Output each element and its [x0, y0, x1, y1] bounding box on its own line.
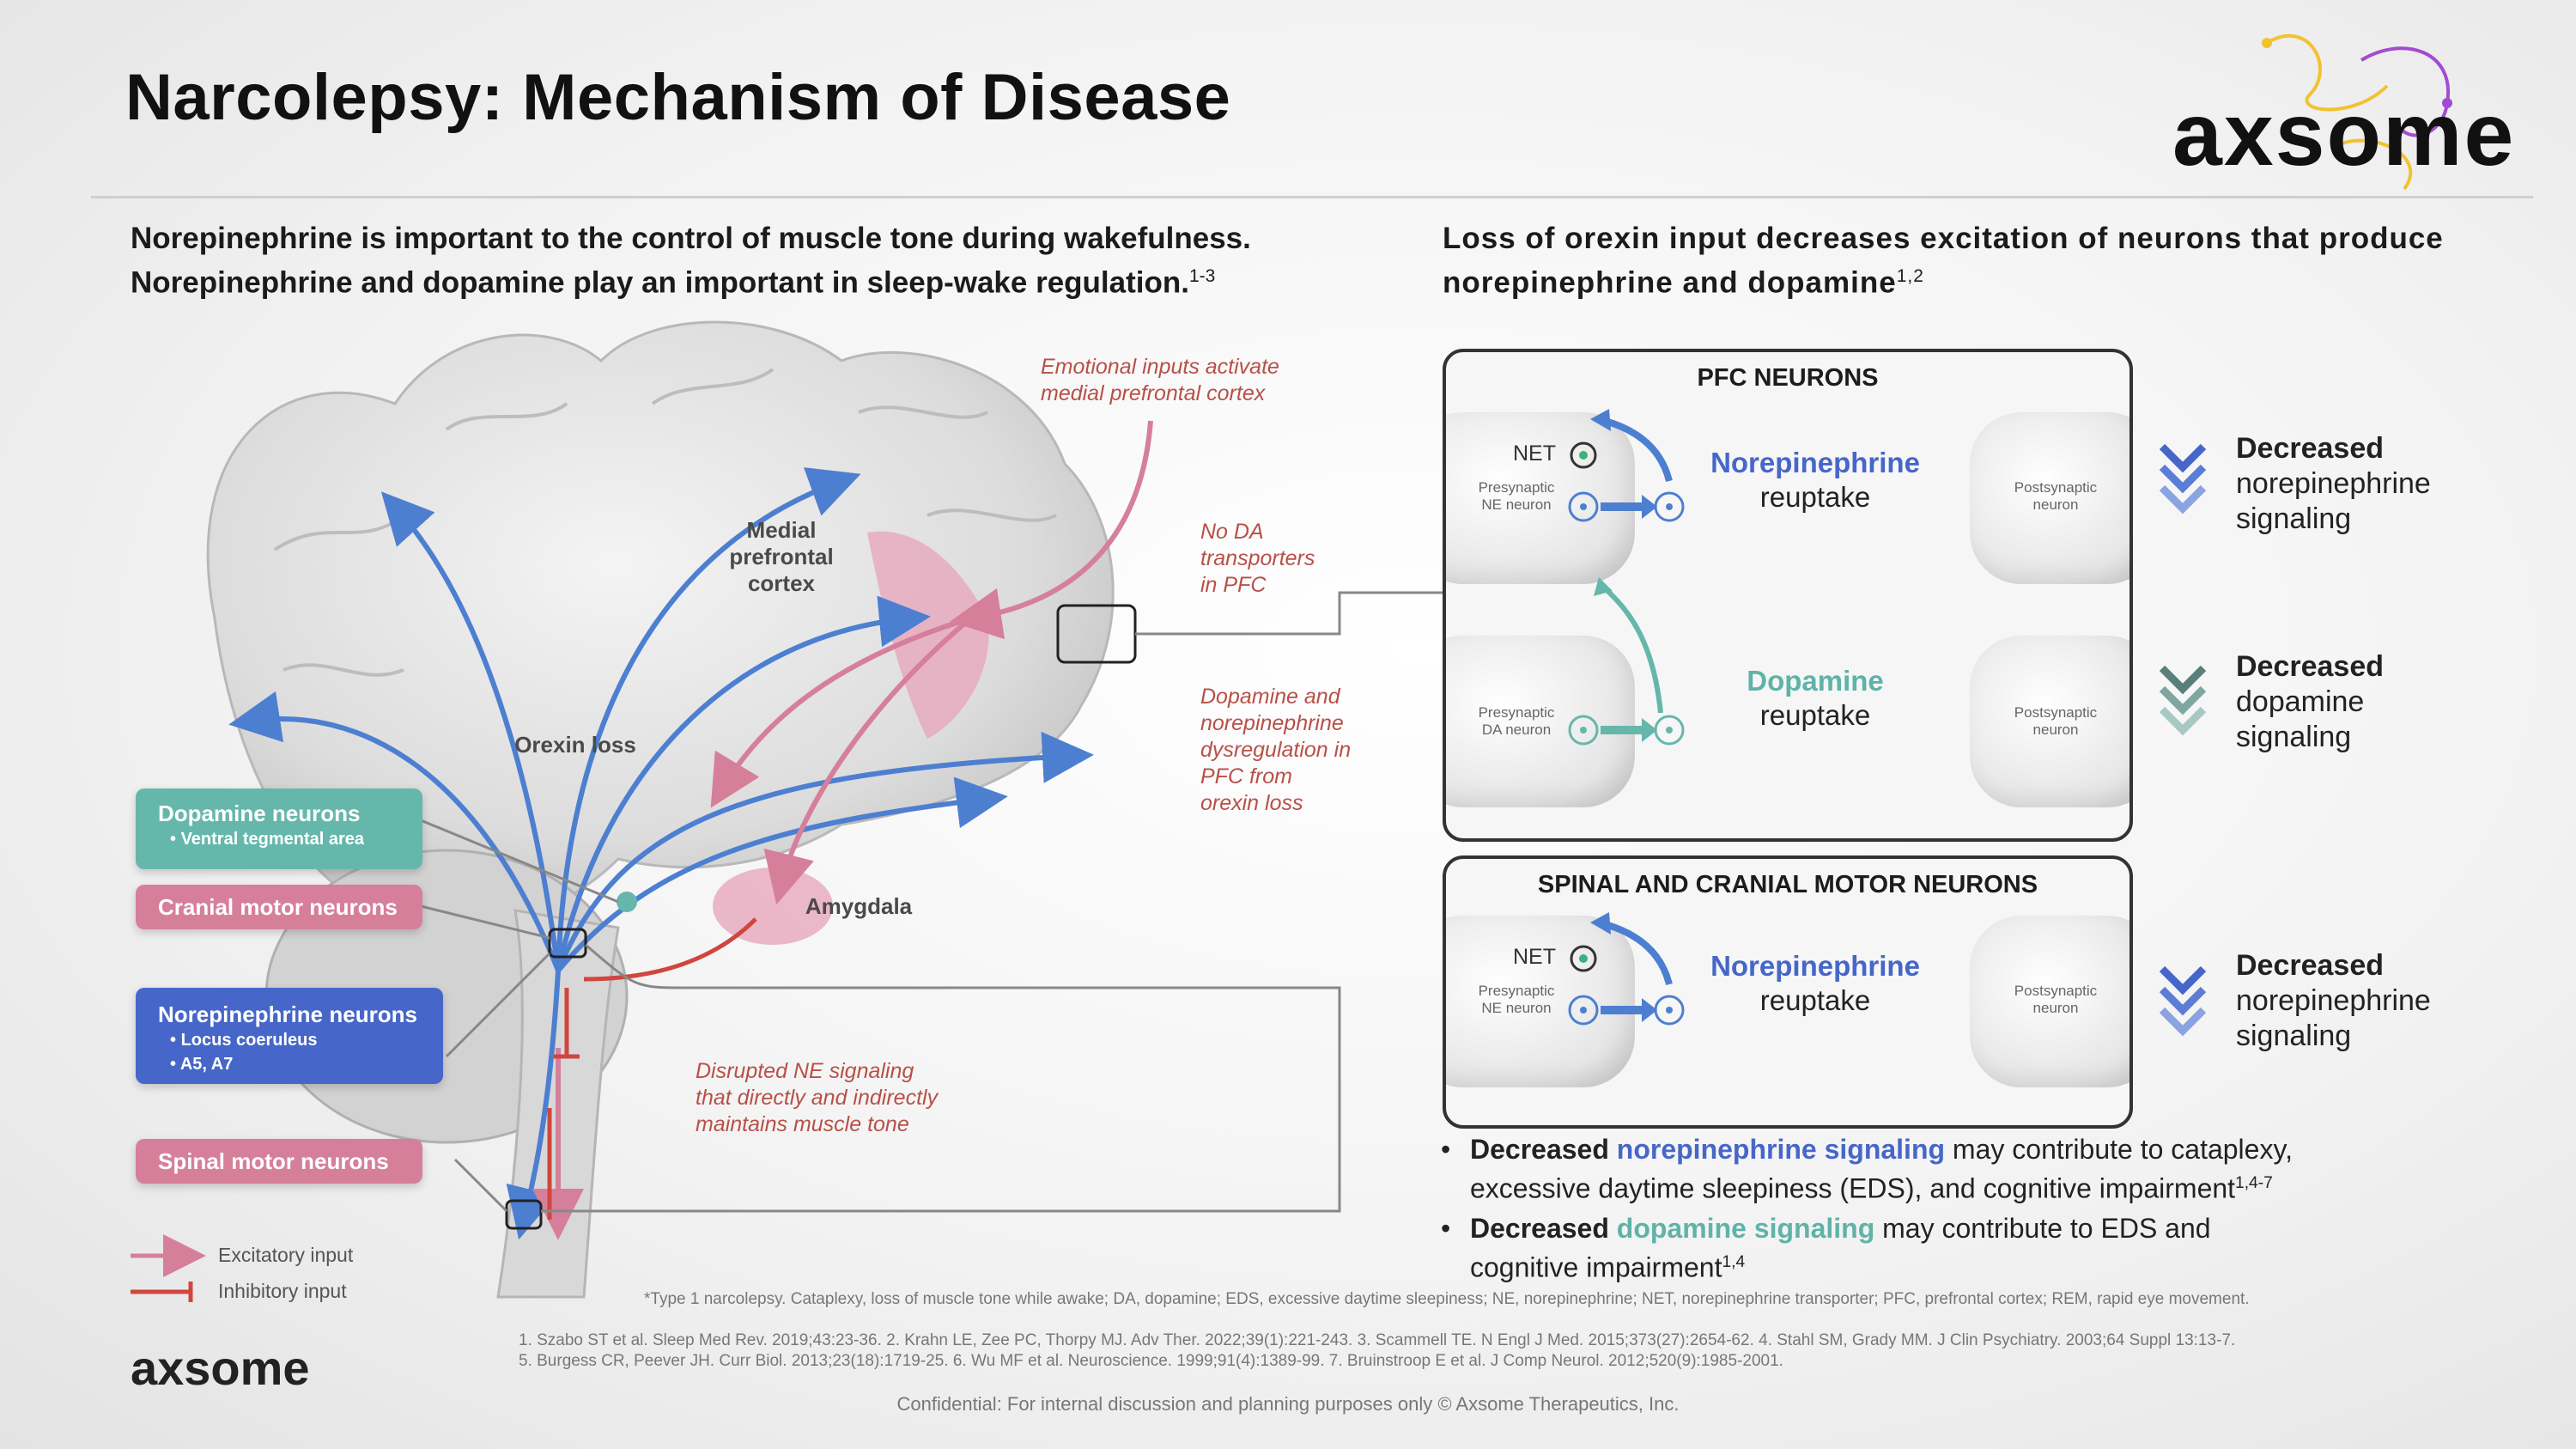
- brand-logo-bottom: axsome: [131, 1341, 310, 1395]
- pfc-ne-sub: reuptake: [1759, 481, 1871, 513]
- amygdala-label: Amygdala: [805, 893, 913, 919]
- motor-panel-title: SPINAL AND CRANIAL MOTOR NEURONS: [1537, 871, 2038, 898]
- motor-postsynaptic-neuron: [1970, 916, 2129, 1087]
- logo-decoration-icon: [2262, 34, 2452, 191]
- dopamine-neurons-box: Dopamine neurons • Ventral tegmental are…: [136, 788, 422, 869]
- bullet-ne: Decreased norepinephrine signaling may c…: [1439, 1132, 2470, 1206]
- presynaptic-da-neuron: [1446, 636, 1635, 807]
- spinal-box: [505, 1199, 543, 1230]
- orexin-loss-label: Orexin loss: [514, 732, 636, 758]
- references-line2: 5. Burgess CR, Peever JH. Curr Biol. 201…: [519, 1352, 1783, 1370]
- right-heading-line2: norepinephrine and dopamine: [1443, 265, 1897, 300]
- motor-ne-title: Norepinephrine: [1710, 950, 1920, 982]
- legend-inhibitory-bar: [131, 1282, 193, 1302]
- motor-net-label: NET: [1513, 945, 1556, 969]
- pfc-da-title: Dopamine: [1747, 665, 1884, 697]
- pfc-panel-title: PFC NEURONS: [1697, 364, 1879, 392]
- right-heading: Loss of orexin input decreases excitatio…: [1443, 220, 2524, 302]
- postsynaptic-neuron-2: [1970, 636, 2129, 807]
- references-line1: 1. Szabo ST et al. Sleep Med Rev. 2019;4…: [519, 1331, 2236, 1349]
- vta-node: [617, 892, 637, 912]
- page-title: Narcolepsy: Mechanism of Disease: [125, 61, 1231, 134]
- brand-logo: axsome: [2172, 85, 2516, 185]
- legend-inhibitory: Inhibitory input: [218, 1280, 347, 1302]
- chevron-down-icon: [2159, 665, 2207, 736]
- cranial-nucleus-box: [548, 928, 587, 959]
- motor-neurons-panel: SPINAL AND CRANIAL MOTOR NEURONS NET Pre…: [1443, 855, 2133, 1129]
- left-heading-line1: Norepinephrine is important to the contr…: [131, 222, 1251, 255]
- motor-ne-sub: reuptake: [1759, 984, 1871, 1016]
- legend-excitatory: Excitatory input: [218, 1244, 354, 1266]
- motor-panel-arrows: [1568, 912, 1685, 1026]
- left-heading: Norepinephrine is important to the contr…: [131, 220, 1453, 302]
- left-heading-line2: Norepinephrine and dopamine play an impo…: [131, 265, 1189, 300]
- summary-bullets: Decreased norepinephrine signaling may c…: [1439, 1132, 2470, 1289]
- abbreviations-footnote: *Type 1 narcolepsy. Cataplexy, loss of m…: [644, 1290, 2250, 1308]
- right-heading-sup: 1,2: [1896, 266, 1924, 286]
- left-heading-sup: 1-3: [1188, 266, 1216, 286]
- right-heading-line1: Loss of orexin input decreases excitatio…: [1443, 222, 2444, 255]
- norepinephrine-neurons-box: Norepinephrine neurons • Locus coeruleus…: [136, 988, 443, 1084]
- bullet-da: Decreased dopamine signaling may contrib…: [1439, 1211, 2470, 1285]
- pfc-ne-title: Norepinephrine: [1710, 447, 1920, 478]
- pfc-da-sub: reuptake: [1759, 699, 1871, 731]
- net-label: NET: [1513, 441, 1556, 466]
- pfc-panel-arrows: [1568, 409, 1685, 746]
- presynaptic-ne-neuron: [1446, 412, 1635, 584]
- postsynaptic-neuron-1: [1970, 412, 2129, 584]
- spinal-motor-neurons-box: Spinal motor neurons: [136, 1139, 422, 1184]
- chevron-down-icon: [2159, 965, 2207, 1037]
- confidential-notice: Confidential: For internal discussion an…: [896, 1393, 1680, 1415]
- title-divider: [91, 196, 2533, 198]
- cranial-motor-neurons-box: Cranial motor neurons: [136, 885, 422, 929]
- chevron-down-icon: [2159, 443, 2207, 514]
- motor-presynaptic-ne-neuron: [1446, 916, 1635, 1087]
